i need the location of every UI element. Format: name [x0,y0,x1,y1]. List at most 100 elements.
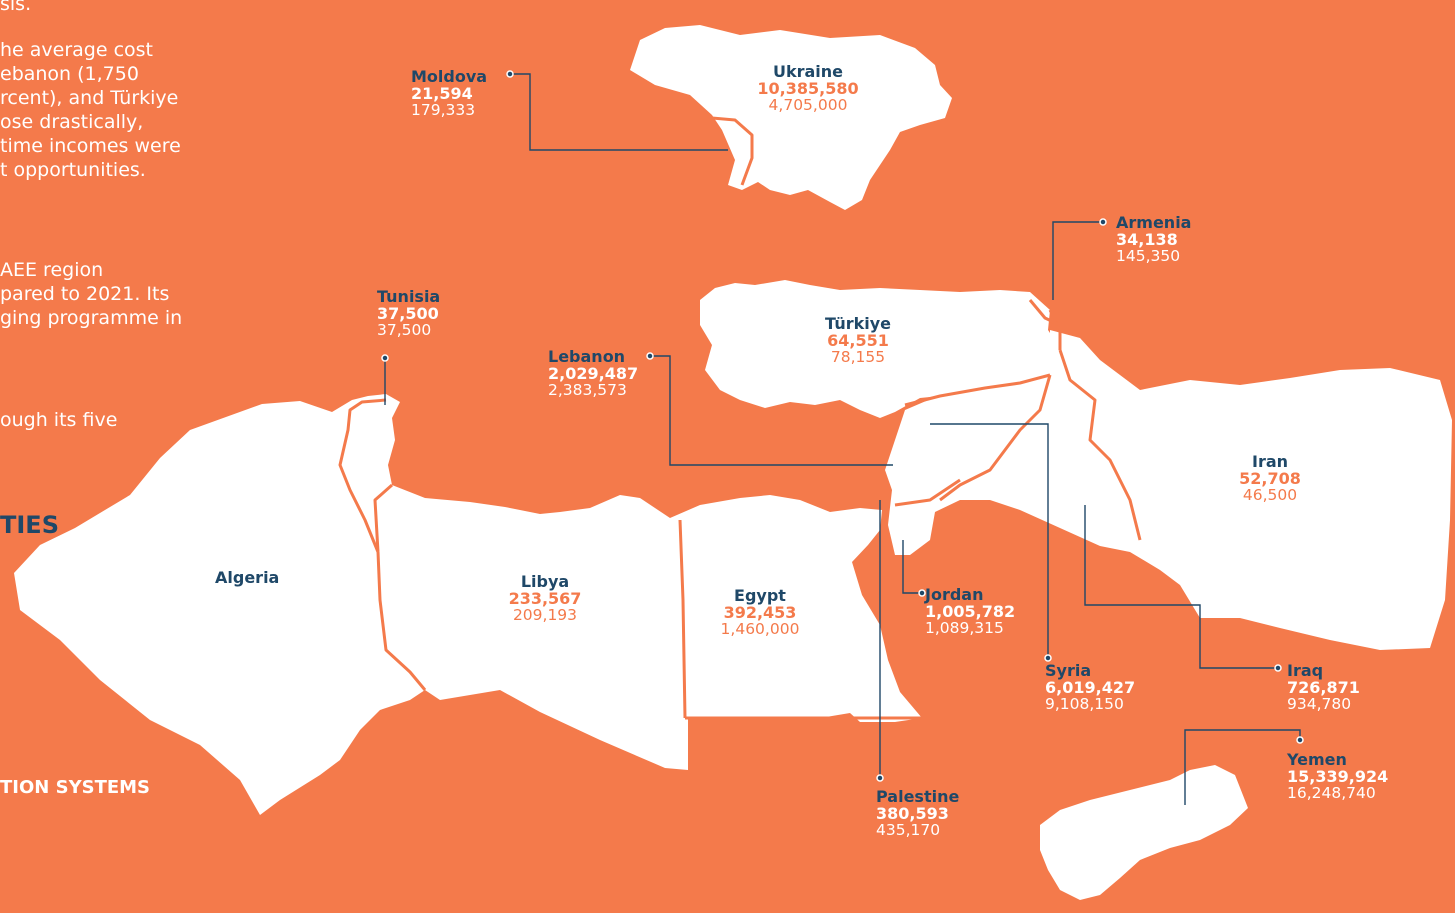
intro-paragraph-3: AEE region pared to 2021. Its ging progr… [0,258,182,330]
country-value-secondary: 9,108,150 [1045,695,1124,713]
country-value-primary: 233,567 [508,589,582,608]
section-subheading: TION SYSTEMS [0,777,151,798]
border-turkiye-iran [1048,309,1062,350]
country-value-primary: 1,005,782 [925,602,1016,621]
country-label-tunisia: Tunisia 37,500 37,500 [377,288,440,339]
country-label-lebanon: Lebanon 2,029,487 2,383,573 [548,348,638,399]
intro-line: rcent), and Türkiye [0,87,179,109]
country-value-primary: 34,138 [1116,230,1178,249]
country-name: Libya [520,572,570,591]
leader-dot-palestine [876,774,884,782]
country-value-secondary: 37,500 [377,321,432,339]
leader-syria [930,423,1049,658]
north-africa-landmass [14,394,922,815]
country-value-primary: 392,453 [723,603,797,622]
country-label-moldova: Moldova 21,594 179,333 [411,68,487,119]
leader-dot-moldova [506,70,514,78]
country-value-primary: 380,593 [876,804,949,823]
intro-line: ough its five [0,409,118,431]
country-value-secondary: 16,248,740 [1287,784,1376,802]
border-iraq-iran [1058,349,1142,541]
border-tunisia-libya [373,483,393,553]
country-name: Ukraine [772,62,844,81]
country-name: Lebanon [548,347,626,366]
country-name: Egypt [734,586,786,605]
border-ukraine-moldova [711,116,754,186]
country-value-primary: 6,019,427 [1045,678,1136,697]
border-turkiye-syria [904,373,1051,407]
country-value-secondary: 179,333 [411,101,476,119]
country-name: Yemen [1287,750,1347,769]
country-name: Algeria [215,568,280,587]
leader-dot-jordan [918,589,926,597]
country-value-secondary: 435,170 [876,821,941,839]
intro-line: ose drastically, [0,111,144,133]
border-algeria-libya [376,551,427,691]
ukraine-landmass [630,25,952,210]
intro-paragraph-2: he average cost ebanon (1,750 rcent), an… [0,38,181,182]
country-value-primary: 37,500 [377,304,439,323]
intro-line: time incomes were [0,135,181,157]
country-name: Tunisia [377,287,441,306]
border-armenia [1028,299,1061,327]
country-value-primary: 21,594 [411,84,473,103]
intro-line: sis. [0,0,32,15]
leader-armenia [1052,221,1103,300]
intro-line: he average cost [0,39,154,61]
country-value-secondary: 4,705,000 [768,96,848,114]
intro-line: ging programme in [0,307,183,329]
intro-paragraph-4: ough its five [0,408,117,432]
leader-dot-iraq [1274,664,1282,672]
country-value-primary: 15,339,924 [1287,767,1389,786]
country-value-primary: 2,029,487 [548,364,639,383]
country-label-libya: Libya 233,567 209,193 [485,573,605,624]
intro-line: pared to 2021. Its [0,283,170,305]
country-label-ukraine: Ukraine 10,385,580 4,705,000 [748,63,868,114]
border-libya-egypt [678,519,687,719]
country-label-syria: Syria 6,019,427 9,108,150 [1045,662,1135,713]
middle-east-landmass [885,330,1452,650]
country-name: Iraq [1287,661,1324,680]
country-value-primary: 10,385,580 [757,79,859,98]
country-value-secondary: 1,089,315 [925,619,1004,637]
country-name: Iran [1251,452,1289,471]
country-label-turkiye: Türkiye 64,551 78,155 [798,315,918,366]
leader-moldova [510,73,728,151]
leader-yemen [1184,729,1301,805]
leader-dot-syria [1044,654,1052,662]
country-name: Jordan [925,585,984,604]
country-label-algeria: Algeria [215,569,279,586]
country-label-armenia: Armenia 34,138 145,350 [1116,214,1191,265]
intro-paragraph-1: sis. [0,0,31,16]
yemen-landmass [1040,765,1248,900]
country-value-secondary: 934,780 [1287,695,1352,713]
country-value-secondary: 2,383,573 [548,381,627,399]
turkiye-landmass [700,280,1060,418]
country-value-secondary: 78,155 [830,348,886,366]
country-label-jordan: Jordan 1,005,782 1,089,315 [925,586,1015,637]
intro-line: t opportunities. [0,159,146,181]
country-name: Syria [1045,661,1092,680]
country-value-primary: 726,871 [1287,678,1360,697]
intro-line: ebanon (1,750 [0,63,139,85]
country-name: Moldova [411,67,488,86]
country-name: Armenia [1116,213,1192,232]
country-label-yemen: Yemen 15,339,924 16,248,740 [1287,751,1388,802]
leader-dot-tunisia [381,354,389,362]
country-name: Türkiye [824,314,892,333]
country-value-secondary: 209,193 [512,606,578,624]
leader-jordan [902,540,922,594]
country-value-secondary: 46,500 [1242,486,1298,504]
country-value-primary: 52,708 [1239,469,1301,488]
border-algeria-tunisia [338,398,387,553]
country-label-palestine: Palestine 380,593 435,170 [876,788,959,839]
country-value-secondary: 1,460,000 [720,620,800,638]
leader-dot-yemen [1296,736,1304,744]
country-name: Palestine [876,787,960,806]
country-value-secondary: 145,350 [1116,247,1181,265]
border-syria-iraq [939,374,1052,502]
intro-line: AEE region [0,259,104,281]
leader-lebanon [650,355,893,466]
section-heading: TIES [0,511,59,539]
